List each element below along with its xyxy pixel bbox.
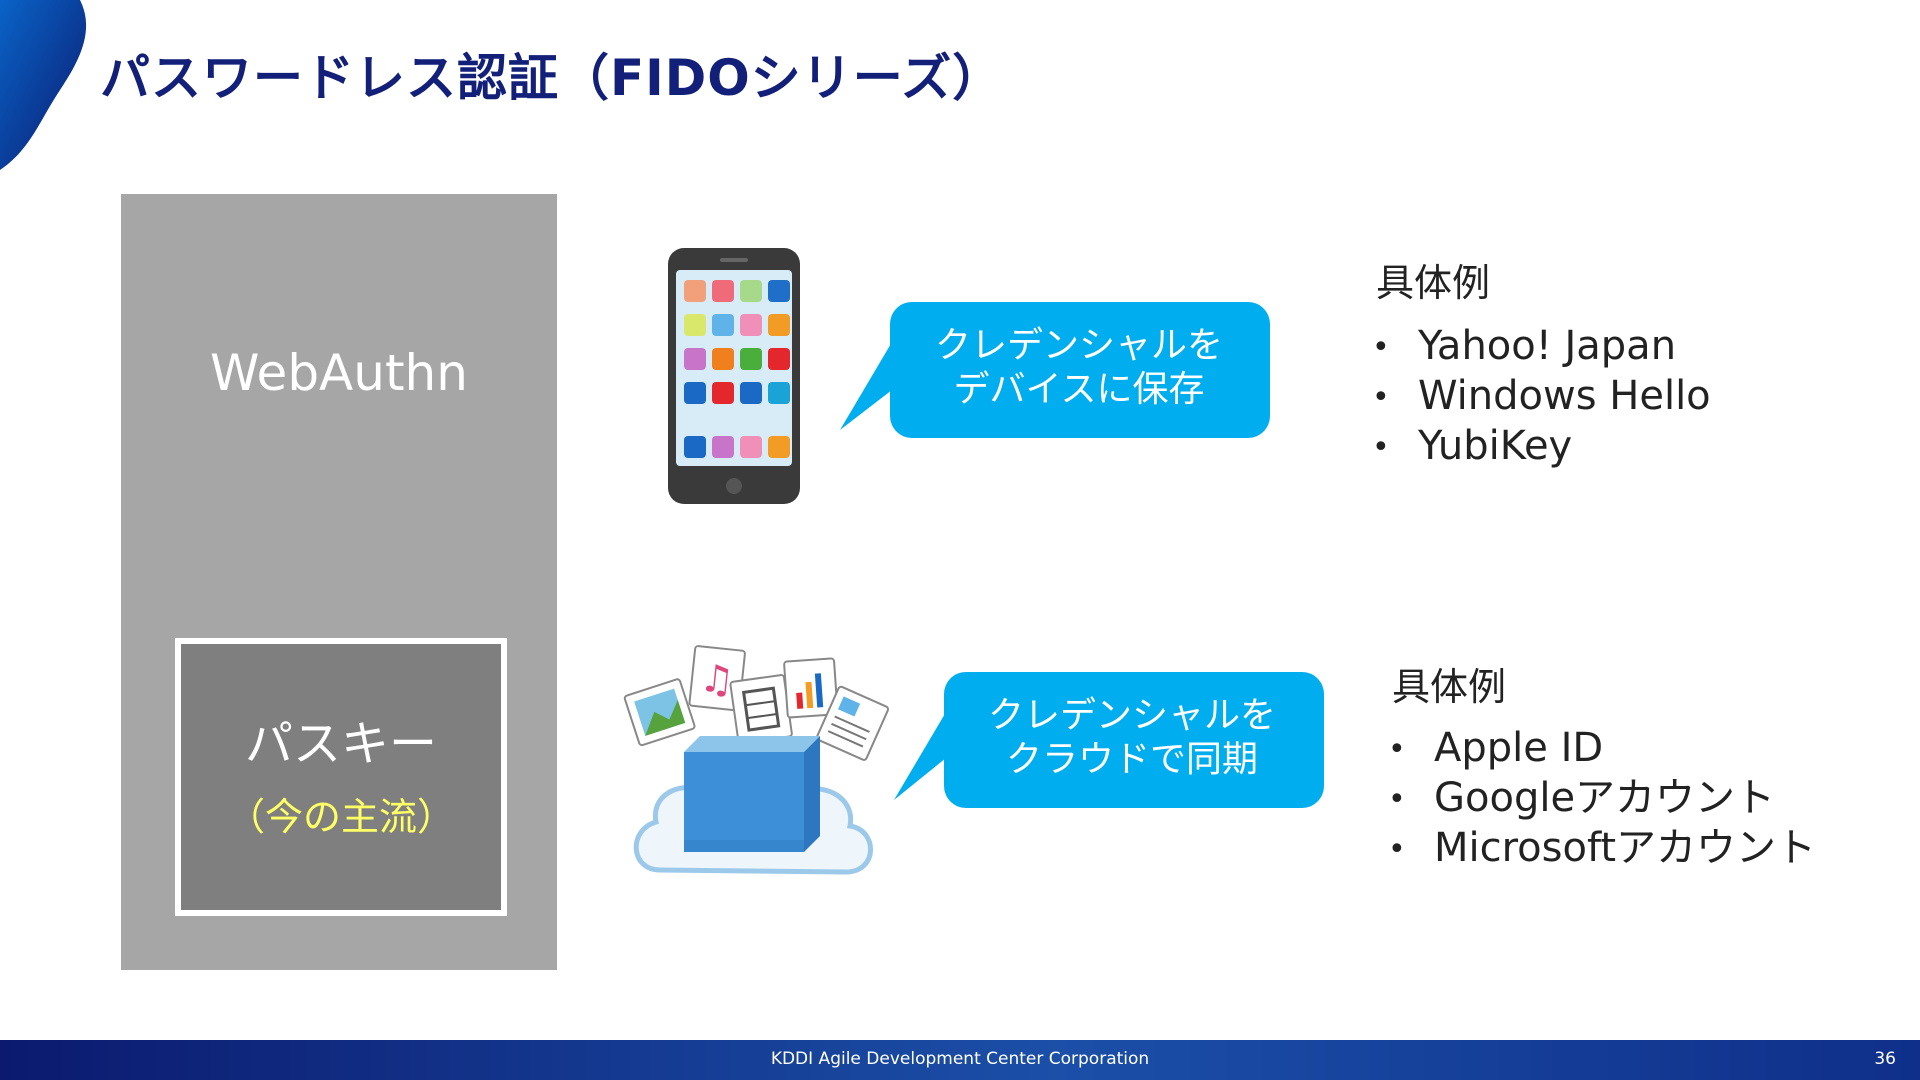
list-item: •YubiKey xyxy=(1372,423,1573,469)
page-title: パスワードレス認証（FIDOシリーズ） xyxy=(100,49,1004,107)
examples-list-device: •Yahoo! Japan •Windows Hello •YubiKey xyxy=(1372,322,1711,472)
speech-bubble-device: クレデンシャルを デバイスに保存 xyxy=(840,302,1270,442)
examples-heading-cloud: 具体例 xyxy=(1392,665,1507,709)
passkey-box: パスキー （今の主流） xyxy=(175,638,507,916)
page-number: 36 xyxy=(1874,1049,1896,1069)
list-item: •Apple ID xyxy=(1388,725,1604,771)
corner-decoration xyxy=(0,0,87,170)
list-item: •Windows Hello xyxy=(1372,373,1711,419)
webauthn-box: WebAuthn パスキー （今の主流） xyxy=(121,194,557,970)
footer-bar: KDDI Agile Development Center Corporatio… xyxy=(0,1040,1920,1080)
examples-heading-device: 具体例 xyxy=(1376,261,1491,305)
footer-company: KDDI Agile Development Center Corporatio… xyxy=(770,1049,1150,1069)
list-item: •Googleアカウント xyxy=(1388,775,1776,821)
bubble-text-cloud: クレデンシャルを クラウドで同期 xyxy=(987,695,1276,780)
passkey-subtitle: （今の主流） xyxy=(226,795,455,839)
svg-text:♫: ♫ xyxy=(698,656,736,703)
webauthn-label: WebAuthn xyxy=(210,344,468,402)
list-item: •Microsoftアカウント xyxy=(1388,825,1817,871)
list-item: •Yahoo! Japan xyxy=(1372,323,1677,369)
passkey-label: パスキー xyxy=(244,716,437,772)
examples-list-cloud: •Apple ID •Googleアカウント •Microsoftアカウント xyxy=(1388,724,1816,874)
cloud-sync-icon: ♫ xyxy=(623,645,890,875)
smartphone-icon xyxy=(668,248,800,504)
bubble-text-device: クレデンシャルを デバイスに保存 xyxy=(934,325,1223,410)
speech-bubble-cloud: クレデンシャルを クラウドで同期 xyxy=(894,672,1324,812)
